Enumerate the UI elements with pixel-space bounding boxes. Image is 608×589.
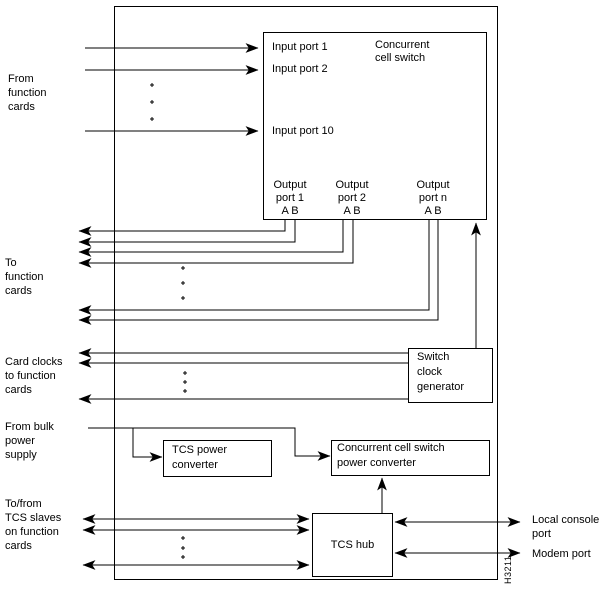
input-port-10-label: Input port 10 bbox=[272, 125, 334, 137]
chassis-outline-box bbox=[114, 6, 498, 580]
output-port-1-label: Output port 1 A B bbox=[273, 179, 307, 217]
tcs-hub-label: TCS hub bbox=[330, 539, 375, 551]
tcs-power-converter-label: TCS power converter bbox=[172, 444, 228, 471]
concurrent-cell-switch-title: Concurrent cell switch bbox=[375, 39, 430, 64]
to-function-cards-label: To function cards bbox=[5, 257, 44, 297]
ccs-power-converter-label: Concurrent cell switch power converter bbox=[337, 442, 445, 469]
switch-clock-generator-label: Switch clock generator bbox=[417, 351, 465, 393]
ccs-power-converter-box bbox=[331, 440, 490, 476]
output-port-n-label: Output port n A B bbox=[416, 179, 450, 217]
local-console-port-label: Local console port bbox=[532, 514, 600, 540]
tcs-slaves-label: To/from TCS slaves on function cards bbox=[5, 498, 62, 552]
tcs-hub-box: TCS hub bbox=[312, 513, 393, 577]
from-bulk-power-supply-label: From bulk power supply bbox=[5, 421, 54, 461]
concurrent-cell-switch-box bbox=[263, 32, 487, 220]
input-port-1-label: Input port 1 bbox=[272, 41, 328, 53]
input-port-2-label: Input port 2 bbox=[272, 63, 328, 75]
figure-id-label: H3211 bbox=[503, 555, 513, 584]
from-function-cards-label: From function cards bbox=[8, 73, 47, 113]
switch-clock-generator-box bbox=[408, 348, 493, 403]
modem-port-label: Modem port bbox=[532, 548, 591, 560]
tcs-power-converter-box bbox=[163, 440, 272, 477]
output-port-2-label: Output port 2 A B bbox=[335, 179, 369, 217]
card-clocks-label: Card clocks to function cards bbox=[5, 356, 63, 396]
